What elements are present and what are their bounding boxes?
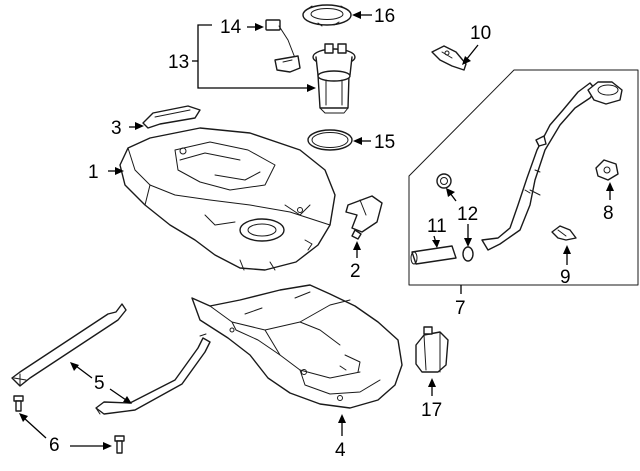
hose-clamp: [551, 225, 577, 241]
tank-straps: [11, 303, 211, 415]
callout-8: 8: [603, 203, 614, 224]
strap-bolts: [13, 395, 125, 454]
vapor-canister-valve: [415, 326, 449, 373]
filler-hose: [410, 245, 457, 265]
fuel-pump-module: [312, 43, 356, 114]
callout-1: 1: [88, 162, 99, 183]
fuel-level-sender: [265, 19, 301, 73]
callout-6: 6: [49, 435, 60, 456]
callout-15: 15: [374, 132, 395, 153]
callout-16: 16: [374, 6, 395, 27]
callout-3: 3: [111, 118, 122, 139]
callout-2: 2: [350, 261, 361, 282]
callout-9: 9: [560, 267, 571, 288]
callout-13: 13: [168, 52, 189, 73]
fuel-tank: [119, 127, 336, 271]
callout-11: 11: [427, 216, 447, 237]
tank-heat-shield: [142, 105, 201, 129]
callout-7: 7: [455, 298, 466, 319]
callout-5: 5: [94, 373, 105, 394]
leader-lines: [19, 11, 614, 450]
filler-cap-grommet: [595, 159, 619, 181]
filler-clip: [431, 45, 467, 71]
callout-17: 17: [421, 400, 442, 421]
vent-grommet: [436, 173, 474, 262]
tank-bracket: [345, 195, 383, 240]
callout-10: 10: [470, 23, 491, 44]
callout-4: 4: [335, 440, 346, 461]
pump-gasket: [307, 129, 353, 151]
lock-ring: [302, 4, 352, 27]
underbody-shield: [191, 284, 403, 409]
callout-12: 12: [457, 204, 478, 225]
callout-14: 14: [220, 17, 242, 38]
filler-pipe-group: [408, 69, 639, 286]
callout-labels: 1 2 3 4 5 6 7 8 9 10 11 12 13 14 15 16 1…: [49, 6, 614, 461]
